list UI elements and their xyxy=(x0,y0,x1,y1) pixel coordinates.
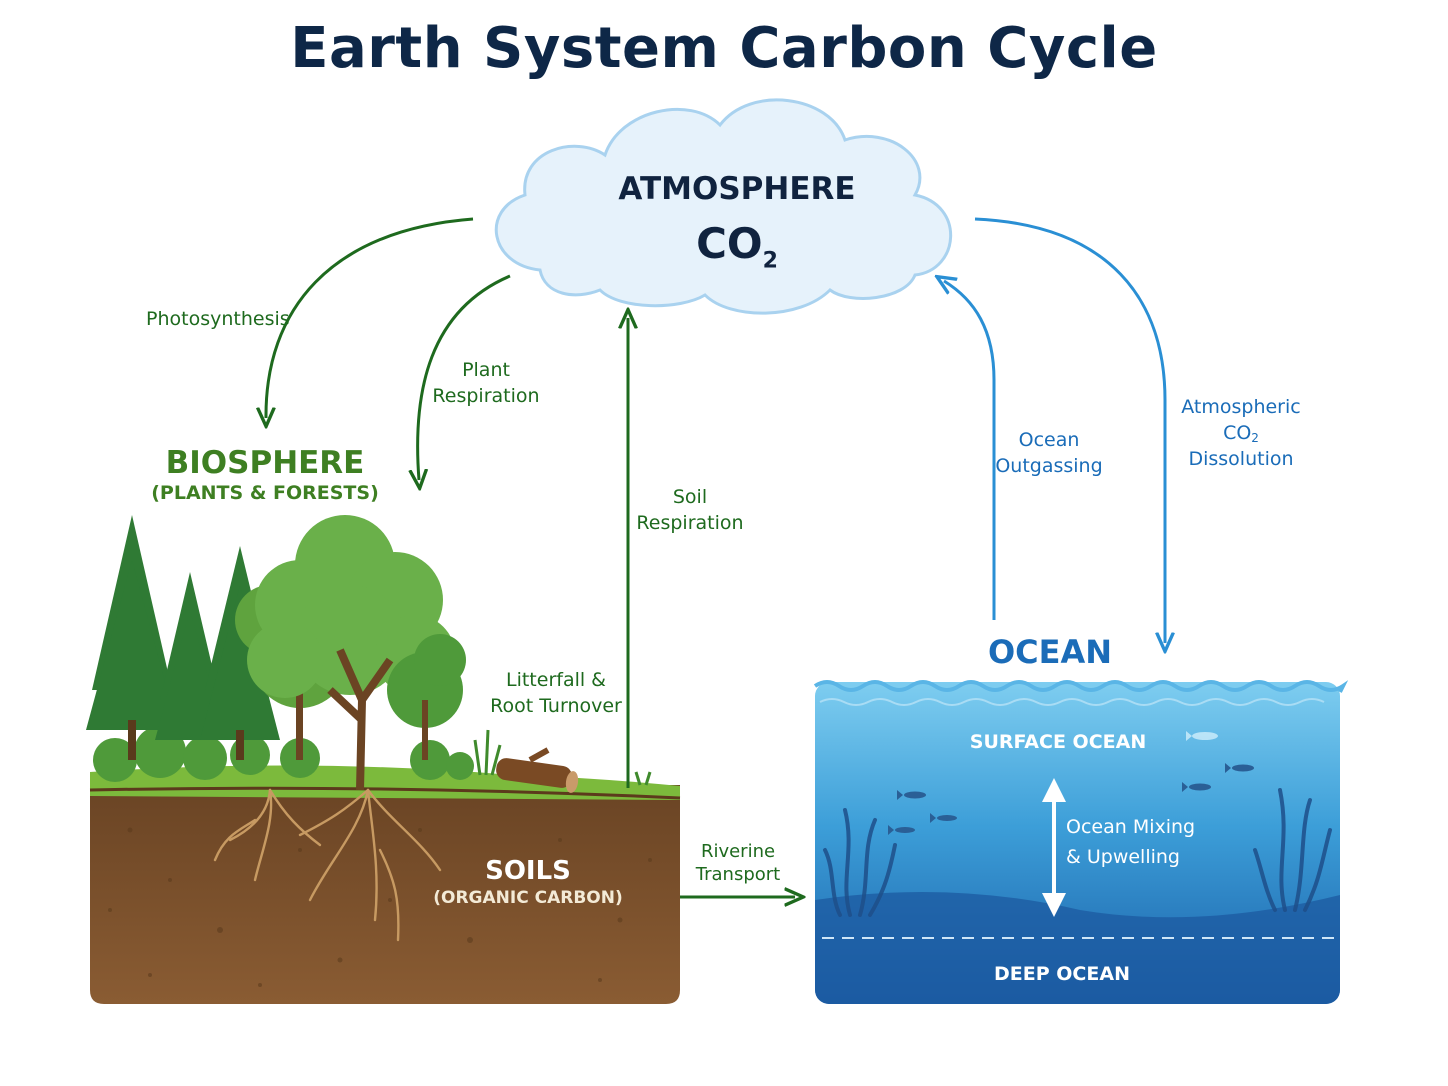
soils-label: SOILS xyxy=(485,856,571,886)
dissolution-co2: CO xyxy=(1223,421,1252,444)
ocean-outgassing-label: Ocean Outgassing xyxy=(990,429,1108,479)
soil-block xyxy=(89,765,681,1004)
soil-respiration-line2: Respiration xyxy=(636,511,744,534)
plant-respiration-line2: Respiration xyxy=(432,384,540,407)
mixing-line2: & Upwelling xyxy=(1066,846,1180,869)
litterfall-line2: Root Turnover xyxy=(490,694,622,717)
biosphere-subtitle: (PLANTS & FORESTS) xyxy=(151,482,379,504)
litterfall-label: Litterfall & Root Turnover xyxy=(482,669,630,719)
atmosphere-co2-label: CO2 xyxy=(637,218,837,275)
outgassing-line1: Ocean xyxy=(1018,429,1080,451)
forest-illustration xyxy=(86,515,652,793)
riverine-line2: Transport xyxy=(695,863,781,885)
photosynthesis-label: Photosynthesis xyxy=(146,308,290,330)
ocean-label: OCEAN xyxy=(987,633,1113,671)
ocean-mixing-label: Ocean Mixing & Upwelling xyxy=(1066,812,1195,873)
outgassing-line2: Outgassing xyxy=(995,454,1103,477)
deep-ocean-label: DEEP OCEAN xyxy=(994,963,1130,985)
atmosphere-cloud xyxy=(494,98,953,315)
litterfall-line1: Litterfall & xyxy=(505,669,606,691)
co2-subscript: 2 xyxy=(762,248,778,274)
ocean-block xyxy=(813,680,1349,1004)
dissolution-line2: CO2 xyxy=(1172,422,1310,446)
plant-respiration-label: Plant Respiration xyxy=(424,359,548,409)
riverine-transport-label: Riverine Transport xyxy=(688,841,788,886)
soils-subtitle: (ORGANIC CARBON) xyxy=(433,888,623,908)
plant-respiration-line1: Plant xyxy=(462,359,510,381)
riverine-line1: Riverine xyxy=(700,841,776,862)
mixing-line1: Ocean Mixing xyxy=(1066,816,1196,838)
dissolution-line3: Dissolution xyxy=(1188,447,1294,470)
surface-ocean-label: SURFACE OCEAN xyxy=(969,731,1147,753)
co2-text: CO xyxy=(696,219,763,268)
soil-respiration-label: Soil Respiration xyxy=(632,486,748,536)
dissolution-line1: Atmospheric xyxy=(1181,396,1301,418)
soil-respiration-line1: Soil xyxy=(672,486,708,508)
biosphere-label: BIOSPHERE xyxy=(165,445,365,481)
diagram-title: Earth System Carbon Cycle xyxy=(290,16,1158,81)
flux-arrows xyxy=(266,217,1165,897)
co2-dissolution-label: Atmospheric CO2 Dissolution xyxy=(1172,396,1310,472)
atmosphere-label: ATMOSPHERE xyxy=(618,171,856,207)
dissolution-co2-subscript: 2 xyxy=(1251,430,1259,445)
